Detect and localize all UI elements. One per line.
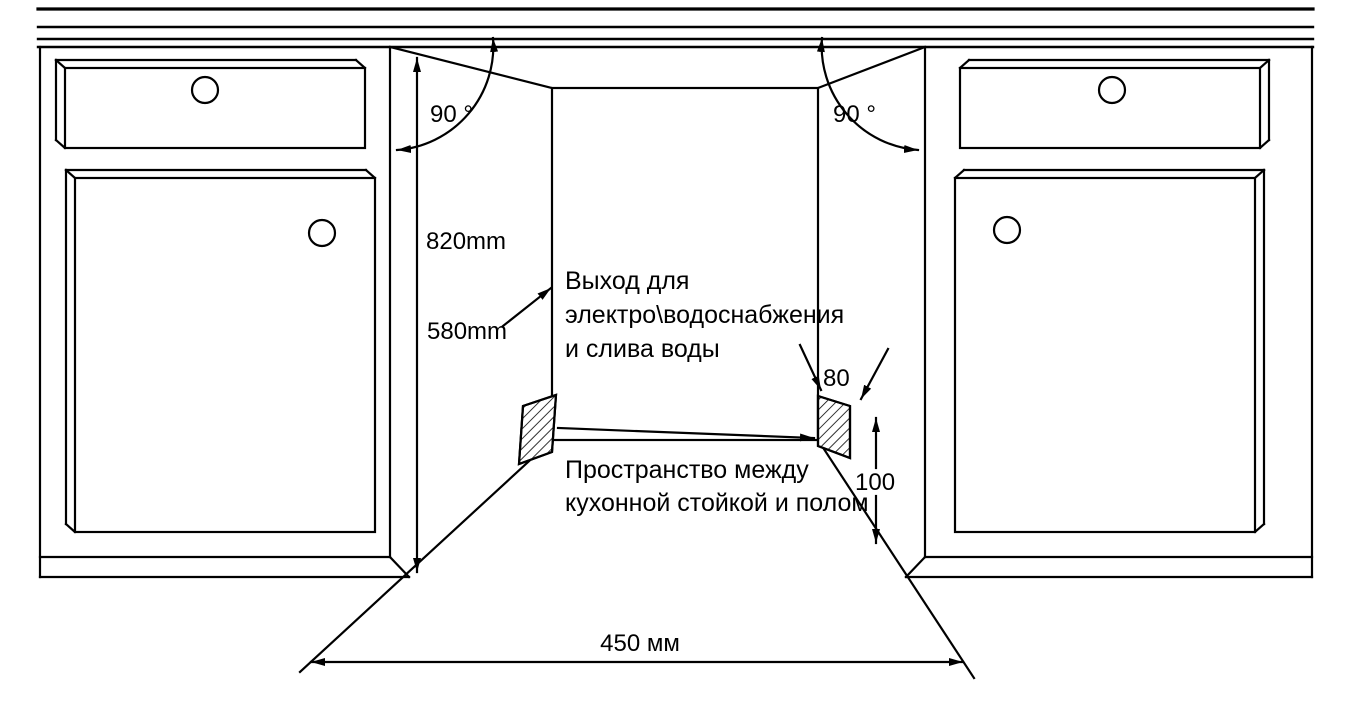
outlet-note-line2: электро\водоснабжения	[565, 301, 844, 329]
countertop	[36, 7, 1315, 49]
right-door-bevel-corner-1	[953, 168, 966, 180]
perspective-bottom-right	[816, 438, 976, 680]
left-drawer-knob	[190, 75, 220, 105]
left-drawer-front	[63, 66, 367, 150]
plinth-sections	[517, 393, 852, 466]
dim-label-450: 450 мм	[600, 630, 680, 657]
angle-arc-left	[395, 36, 499, 153]
floor-space-leader-arrow	[556, 426, 816, 442]
dim-label-820: 820mm	[426, 228, 506, 255]
dim-arrow-580	[501, 286, 553, 328]
right-drawer-bevel-corner-3	[1258, 138, 1271, 150]
dim-arrow-80-left	[798, 343, 823, 392]
dim-label-80: 80	[823, 365, 850, 392]
angle-label-left: 90 °	[430, 101, 473, 128]
plinth-hatch-left	[517, 393, 558, 466]
dimension-arrows	[309, 36, 965, 666]
plinth-hatch-right	[816, 394, 852, 460]
left-drawer-bevel-corner-3	[54, 138, 67, 150]
dim-arrow-80-right	[859, 347, 890, 401]
perspective-top-right	[816, 45, 927, 90]
diagram-labels: 90 ° 90 ° 820mm 580mm Выход для электро\…	[426, 101, 895, 657]
right-door-bevel-corner-3	[1253, 522, 1266, 534]
right-cabinet	[904, 45, 1314, 579]
perspective-bottom-left	[298, 438, 554, 674]
outlet-note-line1: Выход для	[565, 267, 689, 295]
angle-label-right: 90 °	[833, 101, 876, 128]
niche-back-wall	[550, 86, 820, 442]
right-door-front	[953, 176, 1257, 534]
right-cabinet-base-corner	[904, 555, 927, 579]
left-door-front	[73, 176, 377, 534]
right-drawer-front	[958, 66, 1262, 150]
outlet-note-line3: и слива воды	[565, 335, 720, 363]
dim-label-100: 100	[855, 469, 895, 496]
left-drawer	[54, 58, 367, 150]
left-door	[64, 168, 377, 534]
left-door-bevel-corner-1	[64, 168, 77, 180]
left-drawer-bevel-corner-2	[354, 58, 367, 70]
floor-space-note-line1: Пространство между	[565, 456, 809, 484]
left-door-bevel-corner-2	[364, 168, 377, 180]
right-drawer-knob	[1097, 75, 1127, 105]
right-door	[953, 168, 1266, 534]
diagram-linework	[36, 7, 1315, 680]
perspective-top-left	[388, 45, 554, 90]
dim-label-580: 580mm	[427, 318, 507, 345]
left-door-bevel-corner-3	[64, 522, 77, 534]
right-drawer	[958, 58, 1271, 150]
left-drawer-bevel-corner-1	[54, 58, 67, 70]
left-door-knob	[307, 218, 337, 248]
right-door-knob	[992, 215, 1022, 245]
left-cabinet	[38, 45, 411, 579]
right-drawer-bevel-corner-1	[958, 58, 971, 70]
right-drawer-bevel-corner-2	[1258, 58, 1271, 70]
angle-arc-right	[816, 36, 920, 153]
floor-space-note-line2: кухонной стойкой и полом	[565, 489, 869, 517]
right-door-bevel-corner-2	[1253, 168, 1266, 180]
